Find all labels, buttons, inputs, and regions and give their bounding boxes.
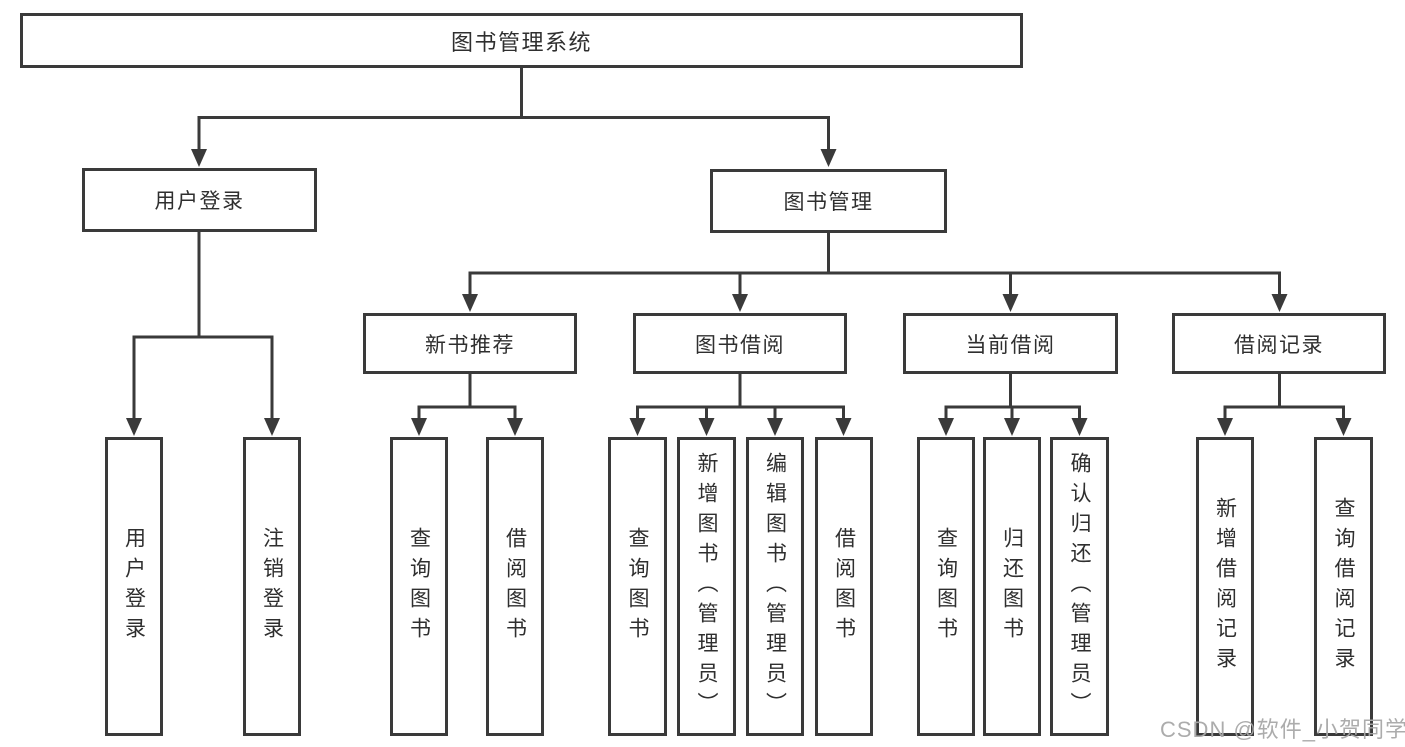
leaf-edit-books-admin: 编辑图书（管理员） bbox=[746, 437, 804, 736]
node-book-borrow: 图书借阅 bbox=[633, 313, 847, 374]
leaf-user-login: 用户登录 bbox=[105, 437, 163, 736]
node-book-management: 图书管理 bbox=[710, 169, 947, 233]
leaf-query-books-recommend: 查询图书 bbox=[390, 437, 448, 736]
node-root: 图书管理系统 bbox=[20, 13, 1023, 68]
node-user-login: 用户登录 bbox=[82, 168, 317, 232]
leaf-query-borrow-record: 查询借阅记录 bbox=[1314, 437, 1373, 736]
leaf-query-books-borrow: 查询图书 bbox=[608, 437, 667, 736]
node-new-book-recommend: 新书推荐 bbox=[363, 313, 577, 374]
leaf-borrow-books: 借阅图书 bbox=[815, 437, 873, 736]
arrowheads bbox=[126, 149, 1352, 436]
node-borrow-records: 借阅记录 bbox=[1172, 313, 1386, 374]
leaf-return-books: 归还图书 bbox=[983, 437, 1041, 736]
leaf-borrow-books-recommend: 借阅图书 bbox=[486, 437, 544, 736]
node-current-borrow: 当前借阅 bbox=[903, 313, 1118, 374]
leaf-add-borrow-record: 新增借阅记录 bbox=[1196, 437, 1254, 736]
leaf-confirm-return-admin: 确认归还（管理员） bbox=[1050, 437, 1109, 736]
leaf-logout: 注销登录 bbox=[243, 437, 301, 736]
leaf-add-books-admin: 新增图书（管理员） bbox=[677, 437, 736, 736]
leaf-query-books-current: 查询图书 bbox=[917, 437, 975, 736]
watermark: CSDN @软件_小贺同学 bbox=[1160, 717, 1405, 742]
